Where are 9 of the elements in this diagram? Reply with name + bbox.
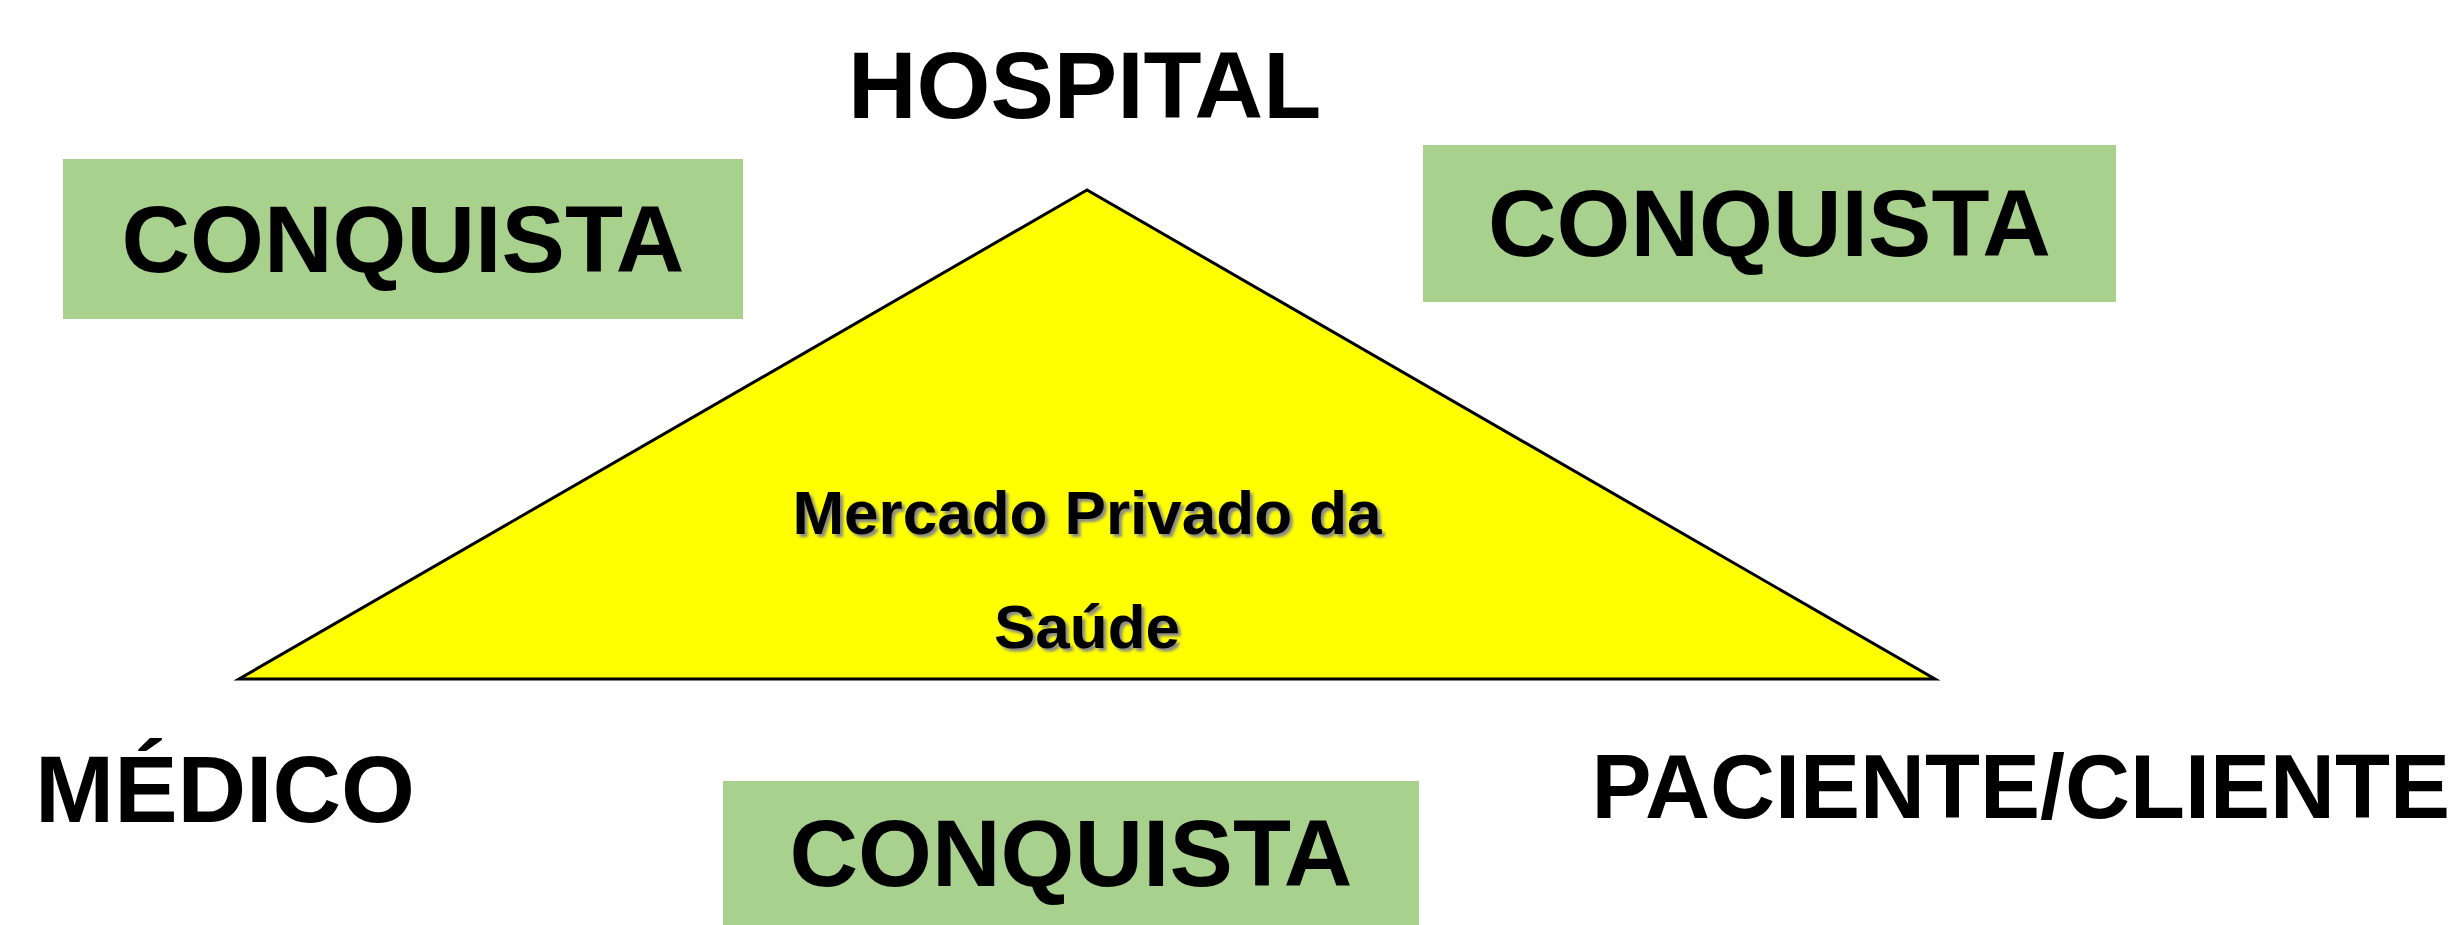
box-label: CONQUISTA [1488, 169, 2051, 278]
box-label: CONQUISTA [121, 184, 685, 294]
triangle-label: Mercado Privado da Saúde [791, 477, 1383, 663]
label-box [723, 781, 1419, 925]
vertex-label: HOSPITAL [848, 38, 1322, 133]
vertex-label: PACIENTE/CLIENTE [1591, 742, 2450, 832]
label-box [63, 159, 743, 319]
box-label: CONQUISTA [789, 798, 1353, 908]
label-box [1423, 145, 2116, 302]
